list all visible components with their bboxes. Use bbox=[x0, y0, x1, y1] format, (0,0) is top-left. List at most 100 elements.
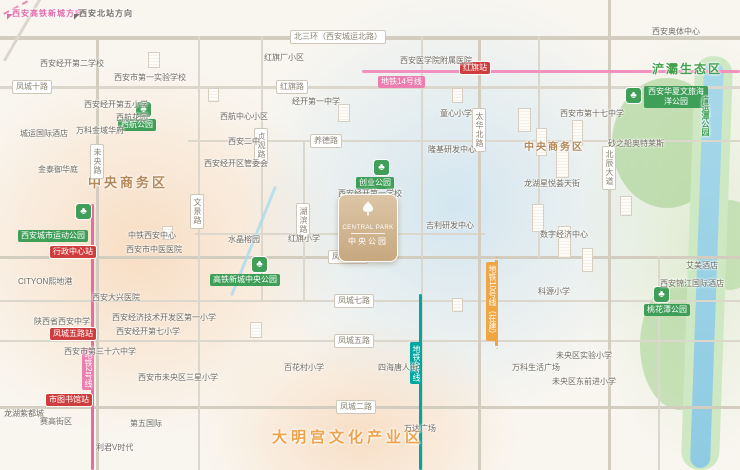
road-name-badge: 养德路 bbox=[310, 134, 342, 148]
road-hongqi bbox=[0, 86, 740, 89]
poi-label: 西安经济技术开发区第一小学 bbox=[112, 313, 216, 322]
park-name-label: 西安华夏文旅海洋公园 bbox=[644, 86, 708, 108]
metro-station-badge: 市图书馆站 bbox=[46, 394, 92, 406]
poi-label: 西安医学院附属医院 bbox=[400, 56, 472, 65]
poi-label: 水晶榕园 bbox=[228, 235, 260, 244]
metro-line-badge: 地铁10号线（在建） bbox=[486, 262, 498, 341]
poi-label: 西安市第十七中学 bbox=[560, 109, 624, 118]
poi-label: CITYON熙地港 bbox=[18, 277, 73, 286]
landmark-name-cn: 中央公园 bbox=[348, 237, 388, 246]
park-name-label: 高铁新城中央公园 bbox=[210, 274, 280, 286]
building-icon bbox=[620, 196, 632, 216]
poi-label: 西安锦江国际酒店 bbox=[660, 279, 724, 288]
road-name-badge: 北辰大道 bbox=[602, 146, 616, 190]
building-icon bbox=[582, 248, 593, 272]
landmark-tree-icon bbox=[363, 201, 373, 216]
poi-label: 西安市未央区三星小学 bbox=[138, 373, 218, 382]
poi-label: 万达广场 bbox=[404, 424, 436, 433]
direction-arrow-icon bbox=[1, 8, 13, 20]
road-minor-vertical bbox=[421, 36, 423, 470]
park-name-label: 西安城市运动公园 bbox=[18, 230, 88, 242]
direction-label: 西安北站方向 bbox=[68, 8, 133, 20]
poi-label: 西安二中 bbox=[228, 137, 260, 146]
poi-label: 西航中心小区 bbox=[220, 112, 268, 121]
building-icon bbox=[250, 322, 262, 338]
road-name-badge: 北三环（西安城运北路） bbox=[290, 30, 386, 44]
road-name-badge: 红旗路 bbox=[276, 80, 308, 94]
road-taihua-north bbox=[478, 36, 481, 470]
poi-label: 百花村小学 bbox=[284, 363, 324, 372]
park-tree-icon bbox=[252, 257, 267, 272]
building-icon bbox=[572, 120, 583, 146]
poi-label: 未央区实验小学 bbox=[556, 351, 612, 360]
poi-label: 万科生活广场 bbox=[512, 363, 560, 372]
region-title: 中央商务区 bbox=[88, 175, 169, 190]
poi-label: 红旗小学 bbox=[288, 234, 320, 243]
poi-label: 西安经开区管委会 bbox=[204, 159, 268, 168]
road-beichen-avenue bbox=[608, 0, 611, 470]
metro-line-badge: 地铁14号线 bbox=[378, 76, 425, 88]
central-park-landmark: CENTRAL PARK 中央公园 bbox=[338, 194, 398, 262]
road-name-badge: 贞观路 bbox=[254, 128, 268, 163]
building-icon bbox=[208, 88, 219, 102]
park-name-label: 西航公园 bbox=[118, 119, 156, 131]
poi-label: 西安经开第一学校 bbox=[338, 188, 402, 199]
road-minor-vertical bbox=[658, 256, 660, 470]
building-icon bbox=[536, 128, 547, 156]
poi-label: 西安经开第五小学 bbox=[84, 100, 148, 109]
region-title: 浐灞生态区 bbox=[652, 62, 723, 76]
poi-label: 西安市中医医院 bbox=[126, 245, 182, 254]
park-tree-icon bbox=[374, 160, 389, 175]
road-name-badge: 文景路 bbox=[190, 194, 204, 229]
poi-label: 四海唐人街 bbox=[378, 363, 418, 372]
poi-label: 中铁西安中心 bbox=[128, 231, 176, 240]
park-tree-icon bbox=[136, 102, 151, 117]
poi-label: 赛高街区 bbox=[40, 417, 72, 426]
landmark-name-en: CENTRAL PARK bbox=[342, 225, 394, 231]
road-weiyang bbox=[96, 36, 99, 470]
poi-label: 西安市第一实验学校 bbox=[114, 73, 186, 82]
poi-label: 红旗厂小区 bbox=[264, 53, 304, 62]
poi-label: 利君V时代 bbox=[96, 443, 134, 452]
building-icon bbox=[452, 298, 463, 312]
poi-label: 万科金域华府 bbox=[76, 126, 124, 135]
poi-label: 龙湖星悦荟天街 bbox=[524, 179, 580, 188]
poi-label: 西安市第三十六中学 bbox=[64, 347, 136, 356]
poi-label: 西安奥体中心 bbox=[652, 27, 700, 36]
poi-label: 西安大兴医院 bbox=[92, 293, 140, 302]
building-icon bbox=[148, 52, 160, 68]
poi-label: 砂之船奥特莱斯 bbox=[608, 139, 664, 148]
building-icon bbox=[556, 146, 569, 178]
building-icon bbox=[162, 226, 173, 240]
poi-label: 西安经开第二学校 bbox=[40, 59, 104, 68]
poi-label: 隆基研发中心 bbox=[428, 145, 476, 154]
metro-line-14-track bbox=[362, 70, 740, 73]
building-icon bbox=[452, 88, 463, 103]
region-title: 大明宫文化产业区 bbox=[272, 429, 425, 446]
road-name-badge: 凤城二路 bbox=[336, 400, 376, 414]
road-name-badge: 湖滨路 bbox=[296, 203, 310, 238]
region-title: 中央商务区 bbox=[524, 142, 584, 153]
poi-label: 未央区东前进小学 bbox=[552, 377, 616, 386]
poi-label: 第五国际 bbox=[130, 419, 162, 428]
poi-label: 吉利研发中心 bbox=[426, 221, 474, 230]
poi-label: 金泰御华庭 bbox=[38, 165, 78, 174]
road-zhenguan bbox=[261, 36, 263, 302]
direction-label: 西安高铁新城方向 bbox=[1, 8, 84, 20]
poi-label: 艾美酒店 bbox=[686, 261, 718, 270]
poi-label: 龙湖紫都城 bbox=[4, 409, 44, 418]
road-yangde bbox=[188, 140, 740, 142]
poi-label: 广运潭公园 bbox=[701, 96, 710, 136]
building-icon bbox=[338, 104, 350, 122]
metro-station-badge: 行政中心站 bbox=[50, 246, 96, 258]
poi-label: 科源小学 bbox=[538, 287, 570, 296]
poi-label: 西安经开第七小学 bbox=[116, 327, 180, 336]
